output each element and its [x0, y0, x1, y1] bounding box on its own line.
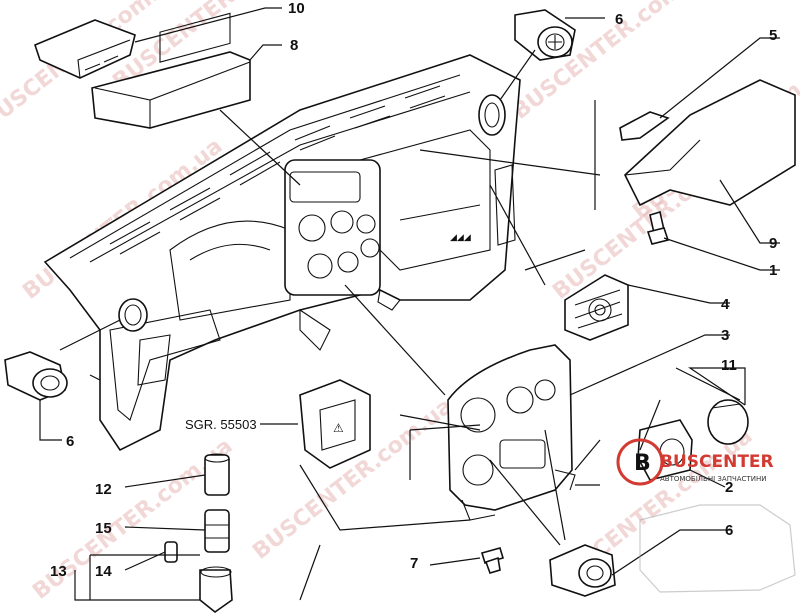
svg-text:B: B — [634, 451, 651, 476]
part-11-cap — [707, 399, 749, 445]
callout-11: 11 — [721, 357, 737, 374]
reference-note: SGR. 55503 — [185, 417, 257, 432]
part-13-holder — [199, 566, 233, 614]
logo-mark-icon — [616, 438, 664, 486]
part-6-vent-knob — [514, 9, 576, 61]
logo-name: BUSCENTER — [660, 452, 774, 472]
callout-6-top: 6 — [615, 11, 623, 28]
callout-15: 15 — [95, 520, 112, 537]
part-6-bottom-vent — [549, 544, 616, 597]
svg-text:◢◢◢: ◢◢◢ — [450, 233, 471, 243]
callout-4: 4 — [721, 296, 730, 313]
callout-6-bottom: 6 — [725, 522, 733, 539]
part-10-cover — [34, 19, 136, 79]
part-5-cap — [619, 111, 670, 141]
svg-text:⚠: ⚠ — [333, 421, 344, 435]
part-14-bulb — [164, 541, 178, 563]
part-9-bolt — [480, 547, 505, 574]
callout-5: 5 — [769, 27, 777, 44]
callout-1: 1 — [769, 262, 777, 279]
brand-logo: B BUSCENTER АВТОМОБІЛЬНІ ЗАПЧАСТИНИ — [616, 438, 796, 593]
part-4-grille — [564, 274, 629, 341]
callout-labels: 10 8 6 5 9 1 4 3 11 2 6 7 6 12 15 14 13 … — [50, 0, 777, 580]
dashboard-assembly: ◢◢◢ — [43, 54, 521, 452]
part-2-lighter — [637, 419, 693, 481]
callout-10: 10 — [288, 0, 305, 17]
part-7-frame — [91, 12, 251, 129]
callout-14: 14 — [95, 563, 112, 580]
callout-7: 8 — [290, 37, 298, 54]
callout-9: 7 — [410, 555, 418, 572]
part-15-socket — [204, 509, 230, 553]
van-silhouette-icon — [639, 504, 796, 593]
part-6-left-vent — [4, 351, 68, 401]
callout-13: 13 — [50, 563, 67, 580]
switch-module: ⚠ — [299, 379, 371, 469]
leader-lines — [39, 7, 780, 601]
callout-6-left: 6 — [66, 433, 74, 450]
part-1-screw — [646, 210, 670, 245]
part-8-trim — [624, 79, 796, 207]
callout-3: 3 — [721, 327, 729, 344]
part-3-bezel — [447, 344, 576, 521]
callout-12: 12 — [95, 481, 112, 498]
callout-8: 9 — [769, 235, 777, 252]
callout-2: 2 — [725, 479, 733, 496]
part-12-socket — [204, 453, 230, 496]
logo-subtitle: АВТОМОБІЛЬНІ ЗАПЧАСТИНИ — [660, 475, 766, 483]
